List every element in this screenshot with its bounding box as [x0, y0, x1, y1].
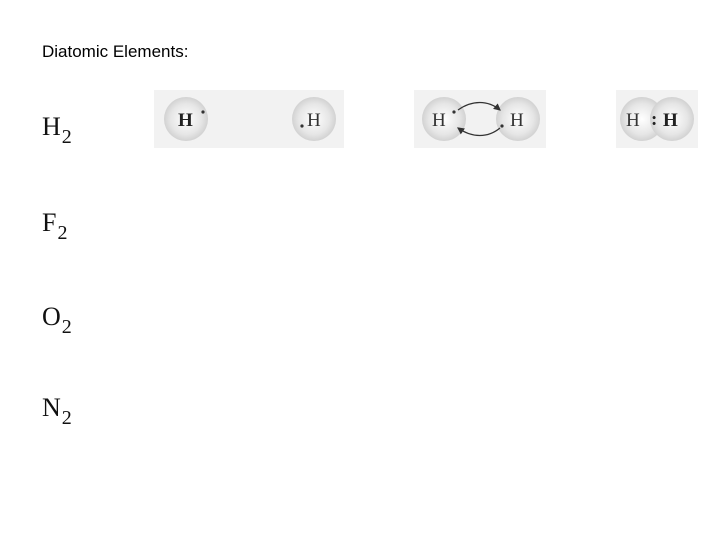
h-atom-label-right: H — [510, 110, 524, 131]
page-title: Diatomic Elements: — [42, 42, 189, 61]
h2-bonded-molecule-image: H : H — [616, 90, 698, 148]
formula-f2: F2 — [42, 208, 67, 244]
formula-n2: N2 — [42, 393, 72, 429]
h-atom-cloud-left — [422, 97, 466, 141]
h-atom-cloud-right — [292, 97, 336, 141]
electron-exchange-arrow — [457, 101, 501, 111]
formula-o2: O2 — [42, 302, 72, 338]
h-atom-label-right: H — [663, 110, 678, 131]
h-atom-cloud-right — [650, 97, 694, 141]
h2-separate-atoms-image: H H — [154, 90, 344, 148]
h-atom-label-left: H — [432, 110, 446, 131]
shared-electron-pair: : — [651, 109, 657, 130]
h-atom-label-right: H — [307, 110, 321, 131]
formula-subscript: 2 — [61, 407, 72, 429]
valence-electron-dot — [500, 124, 504, 128]
formula-subscript: 2 — [61, 126, 72, 148]
valence-electron-dot — [452, 110, 456, 114]
h-atom-label-left: H — [626, 110, 640, 131]
formula-symbol: O — [42, 302, 61, 331]
formula-symbol: H — [42, 112, 61, 141]
valence-electron-dot — [300, 124, 304, 128]
h-atom-label-left: H — [178, 110, 193, 131]
formula-h2: H2 — [42, 112, 72, 148]
electron-exchange-arrow — [457, 127, 501, 137]
formula-symbol: F — [42, 208, 57, 237]
formula-symbol: N — [42, 393, 61, 422]
h-atom-cloud-right — [496, 97, 540, 141]
h2-approaching-atoms-image: H H — [414, 90, 546, 148]
h-atom-cloud-left — [164, 97, 208, 141]
formula-subscript: 2 — [57, 222, 68, 244]
valence-electron-dot — [201, 110, 205, 114]
formula-subscript: 2 — [61, 316, 72, 338]
